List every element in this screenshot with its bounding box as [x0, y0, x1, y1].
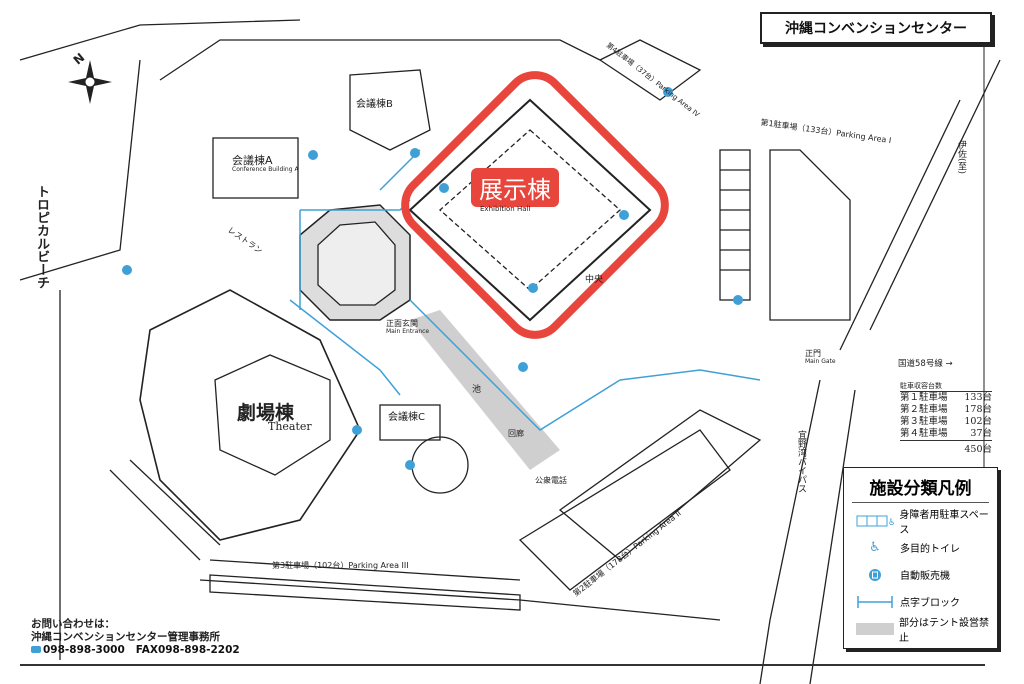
- conference-a-label[interactable]: 会議棟A: [232, 154, 273, 167]
- contact-phone: 098-898-3000: [43, 644, 125, 656]
- conference-c-label[interactable]: 会議棟C: [388, 412, 425, 423]
- vending-machine-icons: [122, 87, 743, 470]
- conference-building-a: [212, 137, 299, 199]
- parking-area-3-label[interactable]: 第3駐車場（102台）Parking Area III: [272, 561, 409, 570]
- exhibition-highlight: [401, 71, 669, 339]
- conference-a-label-en: Conference Building A: [232, 166, 299, 173]
- central-label: 中央: [585, 275, 604, 285]
- parking-area-1: [719, 149, 851, 321]
- beach-label: トロピカルビーチ: [34, 185, 49, 289]
- contact-office: 沖縄コンベンションセンター管理事務所: [31, 631, 220, 643]
- table-header: 駐車収容台数: [900, 381, 992, 392]
- wheelchair-icon: ♿: [869, 540, 881, 555]
- public-phone-label: 公衆電話: [535, 476, 567, 485]
- theater-building: [139, 289, 361, 541]
- exhibition-hall: [408, 98, 652, 322]
- vending-machine-icon: [850, 568, 900, 582]
- row-count: 178台: [964, 404, 992, 415]
- road-outline: [19, 19, 301, 660]
- row-name: 第２駐車場: [900, 404, 948, 415]
- compass-rose: [68, 60, 112, 104]
- table-row: 第２駐車場 178台: [900, 404, 992, 416]
- map-title: 沖縄コンベンションセンター: [760, 12, 992, 44]
- row-name: 第３駐車場: [900, 416, 948, 427]
- svg-text:♿: ♿: [888, 518, 894, 527]
- isa-label: 伊佐(至): [956, 140, 966, 175]
- main-entrance-label: 正面玄関: [386, 319, 418, 328]
- parking-area-2: [518, 409, 762, 591]
- parking-capacity-table: 駐車収容台数 第１駐車場 133台 第２駐車場 178台 第３駐車場 102台 第４駐…: [900, 381, 992, 455]
- table-row: 第３駐車場 102台: [900, 416, 992, 428]
- legend-item: ♿ 多目的トイレ: [844, 534, 997, 561]
- contact-fax: FAX098-898-2202: [135, 644, 240, 656]
- table-row: 第１駐車場 133台: [900, 392, 992, 404]
- table-row: 第４駐車場 37台: [900, 428, 992, 440]
- legend-label: 部分はテント設営禁止: [899, 617, 989, 644]
- braille-block-path: [299, 199, 761, 431]
- legend-label: 点字ブロック: [900, 598, 960, 609]
- row-count: 102台: [964, 416, 992, 427]
- bottom-rule: [20, 664, 985, 666]
- parking-area-3: [209, 574, 521, 611]
- row-name: 第４駐車場: [900, 428, 948, 439]
- parking-area-4: [598, 39, 702, 101]
- road-outline: [759, 379, 856, 684]
- main-gate-label: 正門: [805, 349, 821, 358]
- pond-label: 池: [472, 385, 482, 395]
- route58-label: 国道58号線 →: [898, 359, 953, 369]
- contact-heading: お問い合わせは：: [31, 618, 115, 630]
- contact-info: お問い合わせは： 沖縄コンベンションセンター管理事務所 098-898-3000…: [31, 618, 240, 657]
- legend-item: 自動販売機: [844, 561, 997, 588]
- conference-building-b: [349, 69, 431, 151]
- legend-item: 点字ブロック: [844, 588, 997, 615]
- theater-label[interactable]: 劇場棟: [237, 402, 295, 424]
- conference-b-label[interactable]: 会議棟B: [356, 99, 393, 110]
- table-total: 450台: [900, 440, 992, 455]
- no-tent-zone: [410, 310, 560, 470]
- gray-area-icon: [850, 622, 899, 635]
- bypass-label: 宜野湾バイパス: [796, 430, 806, 493]
- lobby-label: 回廊: [508, 429, 524, 438]
- exhibition-hall-sub: Exhibition Hall: [480, 205, 531, 213]
- theater-label-en: Theater: [268, 420, 312, 433]
- main-entrance-label-en: Main Entrance: [386, 328, 430, 335]
- legend-label: 自動販売機: [900, 571, 950, 582]
- row-count: 37台: [970, 428, 992, 439]
- accessible-parking-icon: ♿: [850, 515, 899, 527]
- road-outline: [159, 39, 1001, 351]
- row-name: 第１駐車場: [900, 392, 948, 403]
- legend-item: ♿ 身障者用駐車スペース: [844, 507, 997, 536]
- phone-icon: [31, 646, 41, 653]
- conference-building-c: [379, 404, 441, 441]
- legend-item: 部分はテント設営禁止: [844, 615, 997, 644]
- legend: 施設分類凡例 ♿ 身障者用駐車スペース ♿ 多目的トイレ 自動販売機 点字ブロッ…: [843, 467, 998, 649]
- row-count: 133台: [964, 392, 992, 403]
- legend-label: 多目的トイレ: [900, 544, 960, 555]
- legend-label: 身障者用駐車スペース: [899, 509, 989, 536]
- exhibition-hall-label[interactable]: 展示棟: [471, 168, 559, 207]
- braille-block-icon: [850, 595, 900, 609]
- main-gate-label-en: Main Gate: [805, 358, 836, 365]
- legend-title: 施設分類凡例: [852, 474, 989, 503]
